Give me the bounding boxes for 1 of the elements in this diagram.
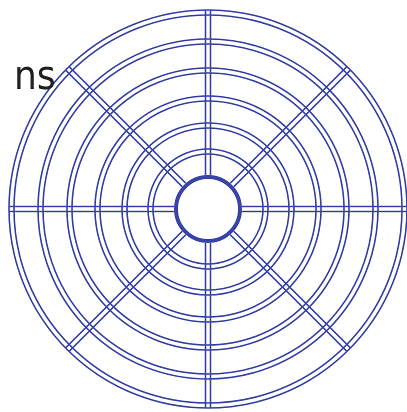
- partial-caption: ns: [14, 56, 56, 96]
